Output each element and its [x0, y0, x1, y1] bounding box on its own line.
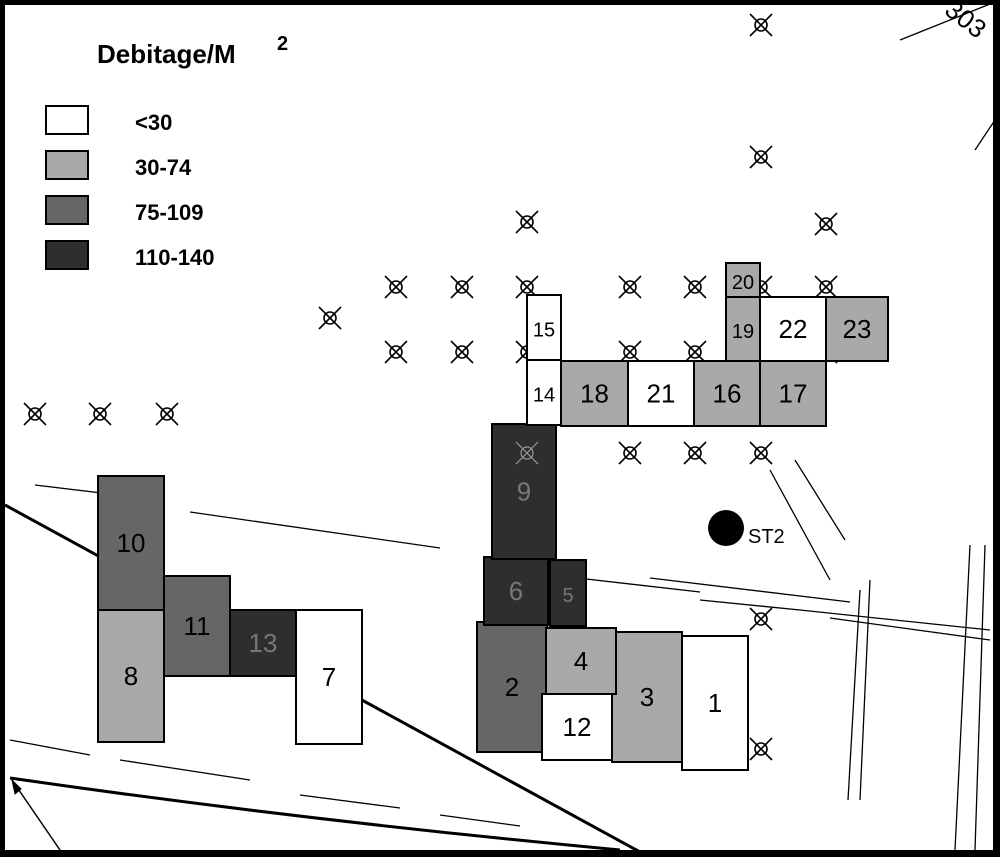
station-label: ST2 [748, 526, 785, 548]
datum-marker-icon [749, 13, 773, 37]
unit-label: 4 [574, 646, 588, 676]
unit-23 [825, 296, 889, 362]
legend-label: <30 [135, 110, 172, 135]
datum-marker-icon [814, 275, 838, 299]
unit-20 [725, 262, 761, 298]
unit-label: 3 [640, 682, 654, 712]
datum-marker-icon [749, 607, 773, 631]
unit-label: 16 [713, 379, 742, 409]
unit-15 [526, 294, 562, 361]
datum-marker-icon [450, 340, 474, 364]
legend-title-superscript: 2 [277, 33, 288, 55]
unit-19 [725, 296, 761, 362]
unit-label: 12 [563, 712, 592, 742]
datum-marker-icon [618, 441, 642, 465]
unit-label: 8 [124, 661, 138, 691]
datum-marker-icon [683, 275, 707, 299]
unit-label: 17 [779, 379, 808, 409]
datum-marker-icon [515, 441, 539, 465]
datum-marker-icon [384, 340, 408, 364]
datum-marker-icon [814, 212, 838, 236]
unit-21 [627, 360, 695, 427]
unit-6 [483, 556, 549, 626]
boundary-line [9, 776, 621, 852]
datum-marker-icon [618, 275, 642, 299]
unit-label: 13 [249, 628, 278, 658]
datum-marker-icon [318, 306, 342, 330]
unit-18 [560, 360, 629, 427]
unit-22 [759, 296, 827, 362]
unit-3 [611, 631, 683, 763]
unit-label: 19 [732, 321, 754, 343]
station-st2-dot [708, 510, 744, 546]
unit-7 [295, 609, 363, 745]
datum-marker-icon [88, 402, 112, 426]
unit-label: 23 [843, 314, 872, 344]
unit-label: 1 [708, 688, 722, 718]
datum-marker-icon [155, 402, 179, 426]
unit-label: 20 [732, 272, 754, 294]
legend-swatch [45, 105, 89, 135]
legend-label: 110-140 [135, 245, 215, 270]
unit-label: 18 [580, 379, 609, 409]
legend-title: Debitage/M [97, 39, 236, 69]
unit-5 [549, 559, 587, 627]
unit-label: 10 [117, 528, 146, 558]
unit-label: 15 [533, 320, 555, 342]
datum-marker-icon [683, 441, 707, 465]
unit-12 [541, 693, 613, 761]
datum-marker-icon [749, 737, 773, 761]
unit-label: 2 [505, 672, 519, 702]
unit-label: 21 [647, 379, 676, 409]
datum-marker-icon [384, 275, 408, 299]
legend-label: 75-109 [135, 200, 204, 225]
arrow-head-icon [11, 778, 22, 795]
unit-label: 6 [509, 576, 523, 606]
legend-label: 30-74 [135, 155, 192, 180]
unit-label: 7 [322, 662, 336, 692]
datum-marker-icon [749, 145, 773, 169]
unit-label: 5 [562, 585, 573, 607]
datum-marker-icon [683, 340, 707, 364]
legend: Debitage/M 2 <30 30-74 75-109 110-140 [45, 33, 288, 270]
unit-label: 22 [779, 314, 808, 344]
unit-16 [693, 360, 761, 427]
datum-marker-icon [618, 340, 642, 364]
unit-label: 14 [533, 385, 555, 407]
unit-2 [476, 621, 548, 753]
unit-10 [97, 475, 165, 611]
datum-marker-icon [749, 441, 773, 465]
unit-label: 11 [184, 611, 211, 641]
unit-9 [491, 423, 557, 560]
legend-swatch [45, 240, 89, 270]
legend-swatch [45, 150, 89, 180]
datum-marker-icon [450, 275, 474, 299]
unit-11 [163, 575, 231, 677]
datum-marker-icon [23, 402, 47, 426]
datum-marker-icon [515, 210, 539, 234]
legend-swatch [45, 195, 89, 225]
unit-13 [229, 609, 297, 677]
arrow-line [11, 779, 61, 851]
unit-label: 9 [517, 477, 531, 507]
feature-lines [769, 1, 996, 851]
